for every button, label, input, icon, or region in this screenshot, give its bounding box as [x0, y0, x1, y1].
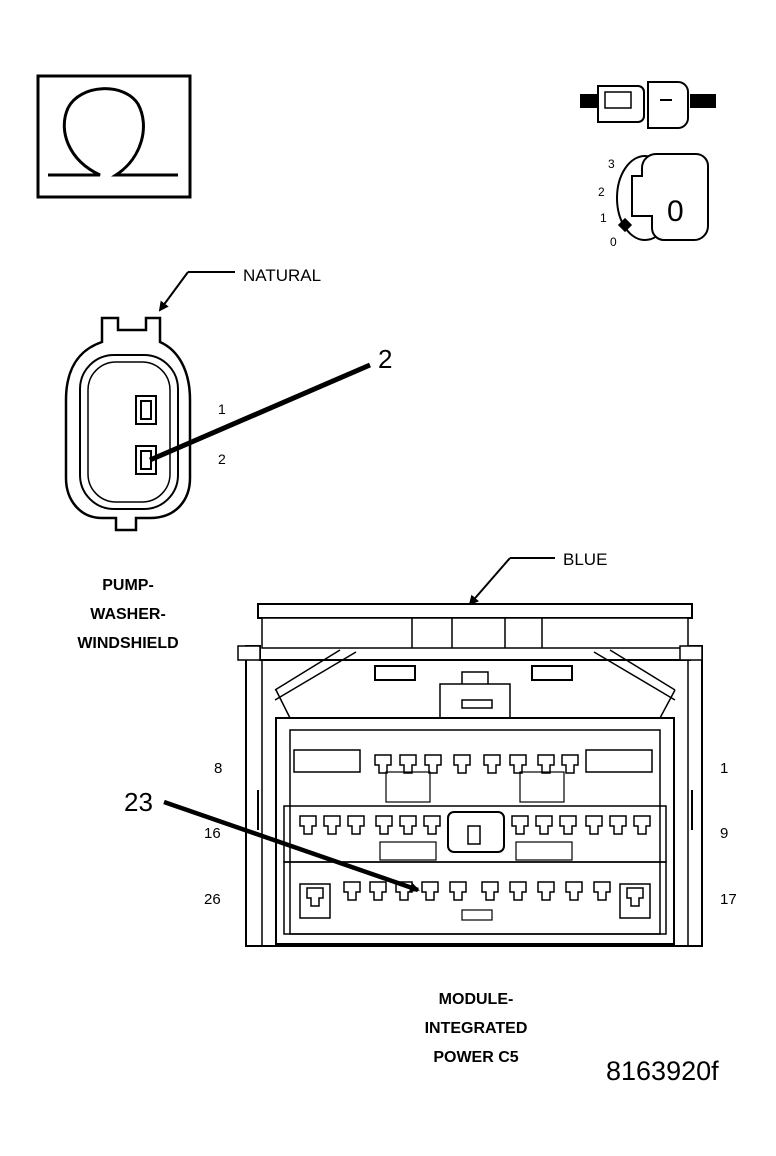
natural-color-label: NATURAL	[243, 266, 321, 285]
row-label-16: 16	[204, 825, 221, 842]
ipm-c5-connector: BLUE	[124, 550, 737, 1066]
row-label-8: 8	[214, 760, 222, 777]
key-position-0: 0	[610, 235, 617, 249]
key-position-1: 1	[600, 211, 607, 225]
title-line-2: INTEGRATED	[425, 1020, 528, 1037]
key-position-2: 2	[598, 185, 605, 199]
title-line-3: POWER C5	[433, 1049, 518, 1066]
title-line-2: WASHER-	[90, 606, 166, 623]
title-line-3: WINDSHIELD	[77, 635, 178, 652]
title-line-1: PUMP-	[102, 577, 154, 594]
row1-terminals	[293, 749, 653, 803]
key-label: 0	[667, 195, 684, 228]
figure-id: 8163920f	[606, 1056, 719, 1086]
row2-terminals	[299, 811, 651, 861]
row-label-26: 26	[204, 891, 221, 908]
title-line-1: MODULE-	[439, 991, 514, 1008]
washer-pump-connector: NATURAL 1 2 2 PUMP- WASHER- WINDSHIELD	[64, 266, 392, 652]
row3-terminals	[299, 881, 651, 921]
callout-pin-2: 2	[378, 344, 392, 374]
connector-plug-icon	[580, 81, 716, 129]
row-label-9: 9	[720, 825, 728, 842]
ohm-meter-icon	[36, 74, 192, 199]
callout-pin-23: 23	[124, 787, 153, 817]
pin-label-2: 2	[218, 451, 226, 467]
pin-label-1: 1	[218, 401, 226, 417]
ignition-key-icon: 3 2 1 0 0	[598, 153, 709, 249]
row-label-17: 17	[720, 891, 737, 908]
key-position-3: 3	[608, 157, 615, 171]
row-label-1: 1	[720, 760, 728, 777]
blue-color-label: BLUE	[563, 550, 607, 569]
